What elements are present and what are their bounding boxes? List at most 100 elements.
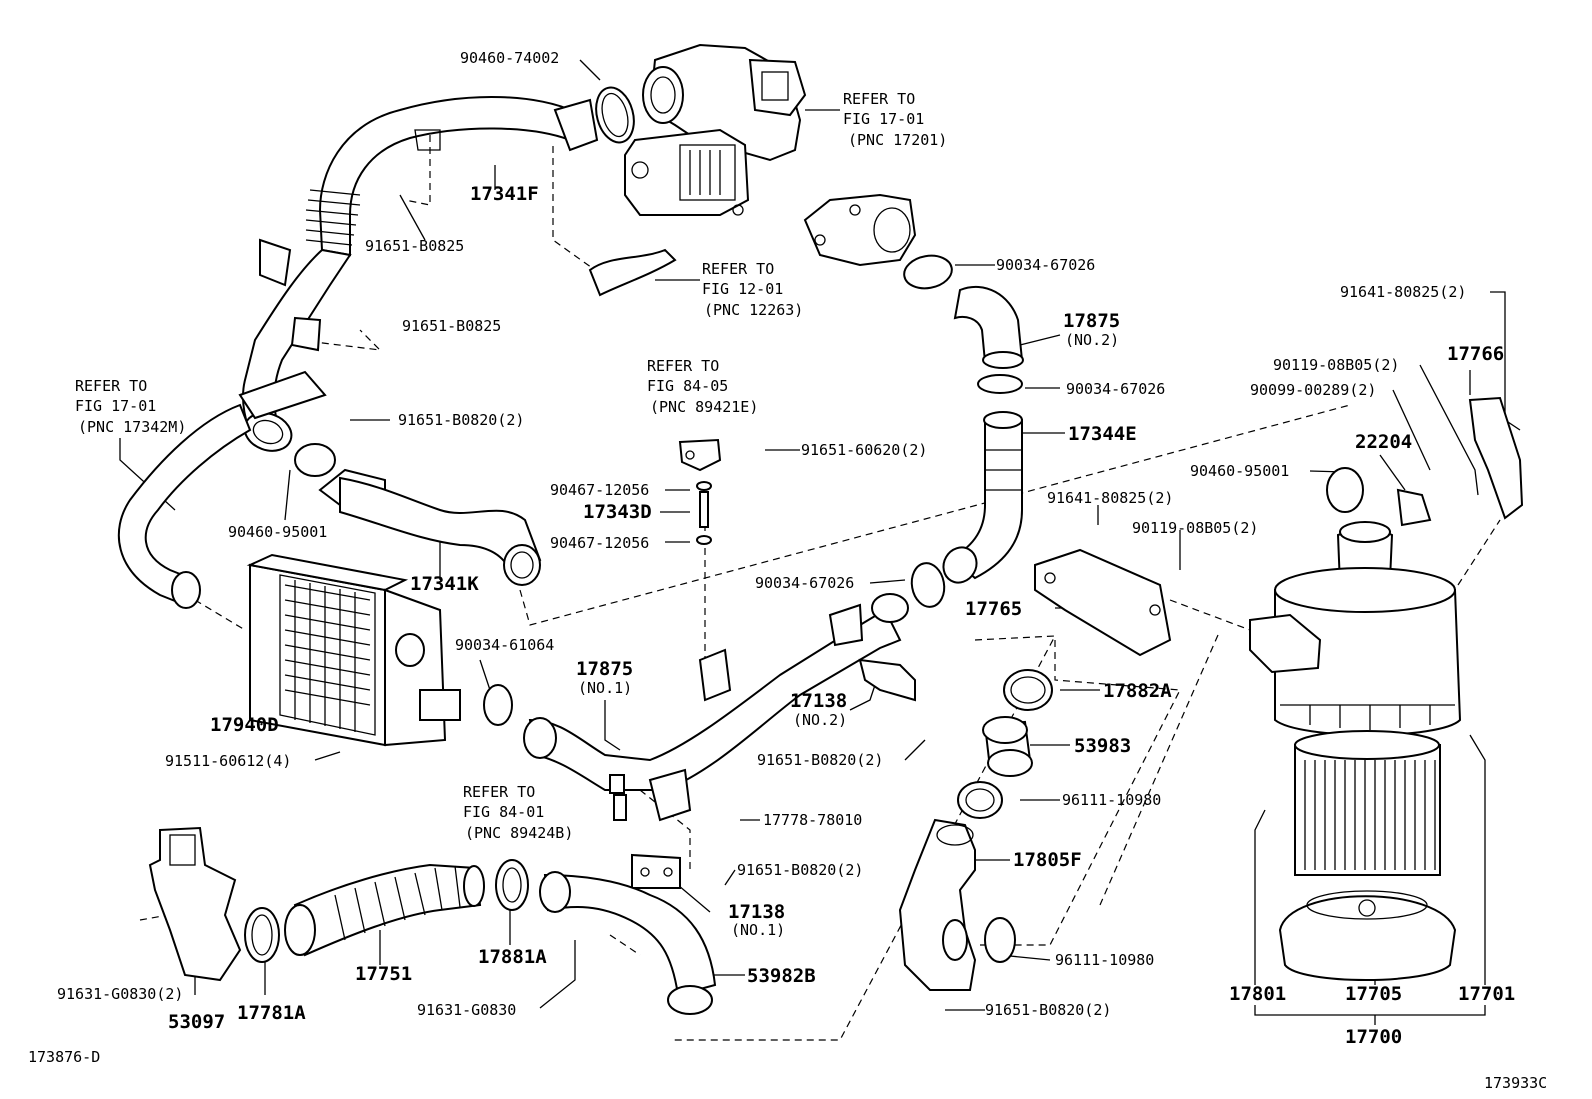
label-90034-67026-c: 90034-67026 [755, 574, 854, 592]
hose-17343D [696, 481, 712, 545]
hose-17341F [238, 96, 599, 452]
label-refer-17342M-b: FIG 17-01 [75, 397, 156, 415]
label-90119-08B05-2-b: 90119-08B05(2) [1132, 519, 1258, 537]
figure-code-left: 173876-D [28, 1048, 100, 1066]
label-17875-no1-sub: (NO.1) [578, 679, 632, 697]
pipe-17341K [339, 476, 542, 586]
label-91651-B0825-b: 91651-B0825 [402, 317, 501, 335]
hose-53983 [957, 669, 1053, 963]
intercooler-17940D [246, 553, 461, 747]
label-96111-10980-b: 96111-10980 [1055, 951, 1154, 969]
label-91651-B0820-2-a: 91651-B0820(2) [398, 411, 524, 429]
label-refer-17342M-a: REFER TO [75, 377, 147, 395]
label-91651-60620-2: 91651-60620(2) [801, 441, 927, 459]
bracket-17766 [1468, 396, 1524, 520]
label-53982B: 53982B [747, 965, 816, 987]
label-90034-67026-a: 90034-67026 [996, 256, 1095, 274]
label-53983: 53983 [1074, 735, 1131, 757]
bracket-17765 [1034, 548, 1172, 657]
label-17138-no1-sub: (NO.1) [731, 921, 785, 939]
label-91511-60612-4: 91511-60612(4) [165, 752, 291, 770]
label-90034-61064: 90034-61064 [455, 636, 554, 654]
label-17882A: 17882A [1103, 680, 1172, 702]
connector-17805F [898, 818, 977, 991]
figure-code-right: 173933C [1484, 1074, 1547, 1092]
sensor-22204 [1396, 488, 1432, 527]
label-96111-10980-a: 96111-10980 [1062, 791, 1161, 809]
label-refer-89424B-c: (PNC 89424B) [465, 824, 573, 842]
sensor-89424B [613, 794, 627, 821]
label-90467-12056-b: 90467-12056 [550, 534, 649, 552]
label-91631-G0830-2: 91631-G0830(2) [57, 985, 183, 1003]
label-17751: 17751 [355, 963, 412, 985]
turbocharger [624, 43, 807, 216]
label-17881A: 17881A [478, 946, 547, 968]
label-refer-12263-a: REFER TO [702, 260, 774, 278]
label-17341F: 17341F [470, 183, 539, 205]
hose-53982B [539, 871, 717, 1015]
label-91641-80825-2-a: 91641-80825(2) [1340, 283, 1466, 301]
solid-leaders [119, 59, 1521, 1025]
air-cleaner-17700 [1249, 521, 1462, 981]
label-17781A: 17781A [237, 1002, 306, 1024]
label-refer-17201-b: FIG 17-01 [843, 110, 924, 128]
clamp-17781A [244, 907, 280, 963]
label-refer-17342M-c: (PNC 17342M) [78, 418, 186, 436]
label-17138-no2: 17138 [790, 690, 847, 712]
label-17138-no1: 17138 [728, 901, 785, 923]
label-90467-12056-a: 90467-12056 [550, 481, 649, 499]
label-91651-B0820-2-d: 91651-B0820(2) [985, 1001, 1111, 1019]
label-91631-G0830: 91631-G0830 [417, 1001, 516, 1019]
clamp-90460-95001-left [294, 443, 336, 477]
label-refer-17201-a: REFER TO [843, 90, 915, 108]
label-90034-67026-b: 90034-67026 [1066, 380, 1165, 398]
clamps-90034-67026 [903, 254, 1023, 608]
throttle-body [803, 193, 917, 267]
clamp-90034-61064 [483, 684, 513, 726]
label-refer-89424B-a: REFER TO [463, 783, 535, 801]
hose-12263 [588, 248, 677, 297]
label-17343D: 17343D [583, 501, 652, 523]
label-refer-17201-c: (PNC 17201) [848, 131, 947, 149]
label-53097: 53097 [168, 1011, 225, 1033]
label-17875-no2: 17875 [1063, 310, 1120, 332]
label-91651-B0820-2-b: 91651-B0820(2) [757, 751, 883, 769]
bracket-89421E [678, 438, 722, 472]
label-17138-no2-sub: (NO.2) [793, 711, 847, 729]
elbow-17875-no2 [953, 285, 1024, 369]
label-refer-12263-b: FIG 12-01 [702, 280, 783, 298]
hose-17751 [284, 863, 485, 957]
hose-17342M [117, 403, 252, 609]
label-22204: 22204 [1355, 431, 1412, 453]
label-refer-89421E-a: REFER TO [647, 357, 719, 375]
label-17766: 17766 [1447, 343, 1504, 365]
label-90099-00289-2: 90099-00289(2) [1250, 381, 1376, 399]
clamp-17881A [495, 859, 529, 911]
label-91651-B0820-2-c: 91651-B0820(2) [737, 861, 863, 879]
bracket-17138-no1 [631, 853, 681, 889]
clamp-90460-95001-right [1326, 467, 1364, 513]
labels: 90460-74002 REFER TO FIG 17-01 (PNC 1720… [28, 49, 1547, 1092]
label-17344E: 17344E [1068, 423, 1137, 445]
label-17705: 17705 [1345, 983, 1402, 1005]
label-17805F: 17805F [1013, 849, 1082, 871]
label-90119-08B05-2-a: 90119-08B05(2) [1273, 356, 1399, 374]
label-17801: 17801 [1229, 983, 1286, 1005]
label-17701: 17701 [1458, 983, 1515, 1005]
label-90460-95001-a: 90460-95001 [228, 523, 327, 541]
label-17940D: 17940D [210, 714, 279, 736]
pipe-17875-no1 [523, 593, 909, 822]
clamp-90460-74002 [595, 86, 635, 144]
hose-17344E [942, 411, 1023, 584]
label-91651-B0825-a: 91651-B0825 [365, 237, 464, 255]
label-refer-12263-c: (PNC 12263) [704, 301, 803, 319]
label-17341K: 17341K [410, 573, 479, 595]
dashed-leaders [139, 135, 1501, 1041]
label-refer-89421E-b: FIG 84-05 [647, 377, 728, 395]
meter-53097 [148, 826, 242, 982]
label-91641-80825-2-b: 91641-80825(2) [1047, 489, 1173, 507]
label-17778-78010: 17778-78010 [763, 811, 862, 829]
label-17875-no1: 17875 [576, 658, 633, 680]
